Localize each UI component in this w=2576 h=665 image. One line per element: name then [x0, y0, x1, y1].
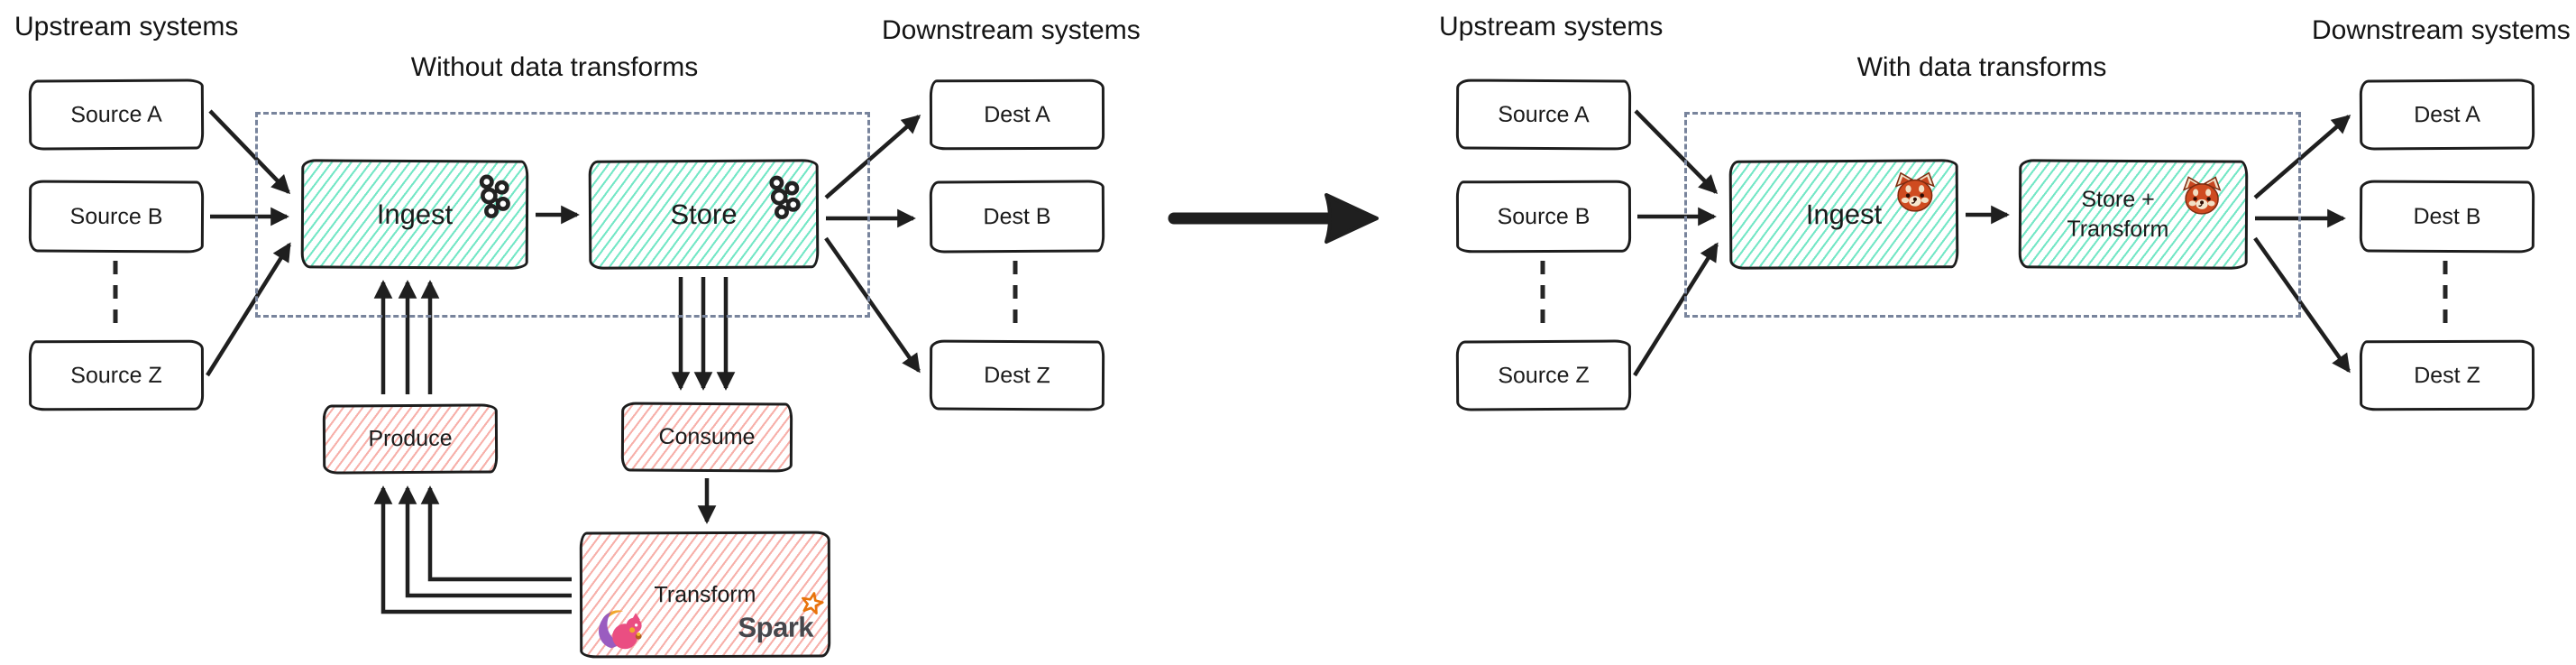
ingest-box-right: Ingest [1728, 159, 1959, 270]
dest-z-box-left: Dest Z [929, 339, 1105, 411]
consume-label: Consume [658, 423, 756, 450]
produce-label: Produce [368, 425, 453, 452]
produce-box: Produce [322, 403, 499, 475]
spark-logo: Spark [738, 592, 824, 644]
source-a-box-right: Source A [1455, 79, 1632, 151]
ingest-box-left: Ingest [300, 159, 529, 270]
store-transform-label: Store + Transform [2067, 186, 2169, 242]
transform-box: Transform Spark [579, 531, 831, 659]
ingest-label-left: Ingest [376, 198, 454, 230]
kafka-icon [769, 175, 801, 219]
dest-b-box-right: Dest B [2359, 180, 2535, 254]
downstream-systems-label-right: Downstream systems [2312, 15, 2571, 45]
source-z-box-right: Source Z [1455, 339, 1632, 411]
upstream-systems-label-left: Upstream systems [14, 12, 239, 42]
dest-z-label: Dest Z [2414, 362, 2480, 388]
source-b-box-right: Source B [1455, 180, 1632, 254]
transform-label: Transform [654, 581, 756, 607]
arrow-transform-produce-2 [398, 485, 572, 598]
arrow-transform-produce-1 [373, 485, 572, 614]
dest-b-box-left: Dest B [929, 180, 1105, 254]
upstream-systems-label-right: Upstream systems [1439, 12, 1664, 42]
diagram-title-right: With data transforms [1856, 52, 2107, 82]
source-z-box-left: Source Z [28, 339, 205, 411]
downstream-systems-label-left: Downstream systems [882, 15, 1141, 45]
source-a-box-left: Source A [28, 79, 205, 151]
dest-a-label: Dest A [2414, 101, 2480, 127]
store-label-left: Store [670, 198, 738, 230]
pipeline-boundary-right [1684, 112, 2301, 318]
consume-box: Consume [620, 402, 793, 473]
source-b-label: Source B [69, 203, 163, 229]
flink-squirrel-icon [599, 610, 642, 650]
spark-wordmark: Spark [738, 611, 814, 643]
kafka-icon [479, 174, 510, 218]
arrow-transform-produce-3 [420, 485, 572, 582]
source-b-label: Source B [1497, 203, 1591, 229]
ingest-label-right: Ingest [1805, 198, 1883, 230]
dest-a-label: Dest A [984, 101, 1050, 127]
dest-b-label: Dest B [983, 203, 1051, 229]
source-z-label: Source Z [70, 362, 162, 388]
redpanda-icon [2182, 176, 2222, 215]
spark-star-icon [802, 592, 824, 615]
source-z-label: Source Z [1498, 362, 1590, 388]
source-a-label: Source A [1498, 101, 1590, 127]
store-box-left: Store [588, 159, 820, 270]
redpanda-icon [1894, 171, 1935, 212]
dest-a-box-left: Dest A [929, 79, 1105, 151]
dest-a-box-right: Dest A [2359, 79, 2535, 151]
diagram-title-left: Without data transforms [410, 52, 699, 82]
dest-b-label: Dest B [2413, 203, 2481, 229]
dest-z-label: Dest Z [984, 362, 1050, 388]
store-transform-box-right: Store + Transform [2018, 159, 2249, 270]
source-b-box-left: Source B [28, 180, 205, 254]
source-a-label: Source A [70, 101, 162, 127]
pipeline-boundary-left [255, 112, 870, 318]
dest-z-box-right: Dest Z [2359, 339, 2535, 411]
